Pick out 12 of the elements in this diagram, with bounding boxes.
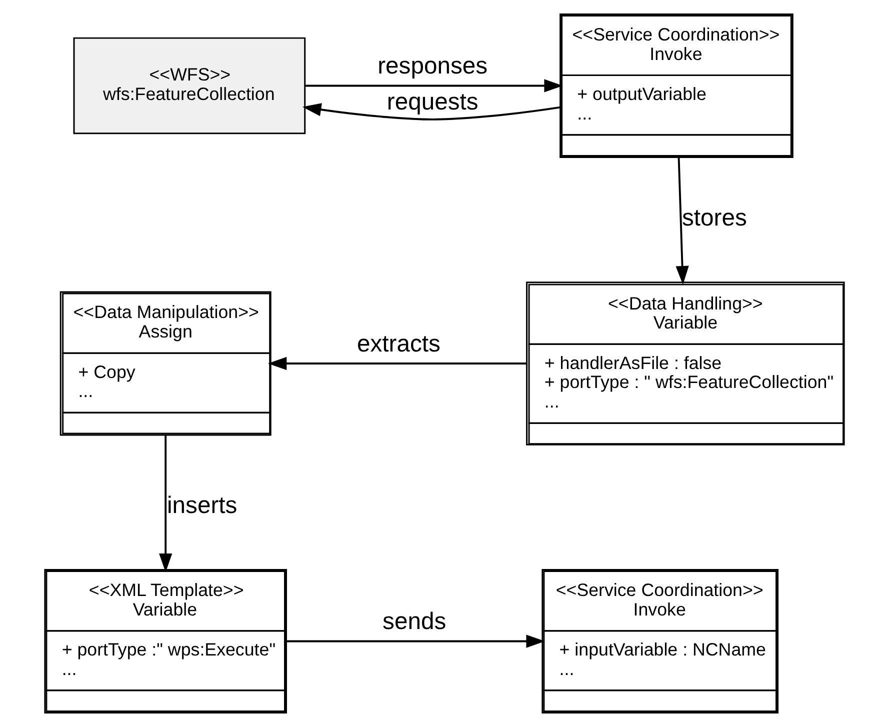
edge-label: sends xyxy=(382,608,446,636)
edge-label: inserts xyxy=(166,492,237,519)
arrow xyxy=(675,157,688,285)
edge-label: requests xyxy=(386,88,478,116)
arrow xyxy=(267,356,526,370)
edge-label: stores xyxy=(682,204,746,232)
arrow xyxy=(304,79,562,92)
arrow xyxy=(302,103,560,120)
arrow xyxy=(286,634,545,648)
edge-label: responses xyxy=(377,52,488,80)
edge-label: extracts xyxy=(356,330,440,358)
arrow xyxy=(158,435,172,572)
